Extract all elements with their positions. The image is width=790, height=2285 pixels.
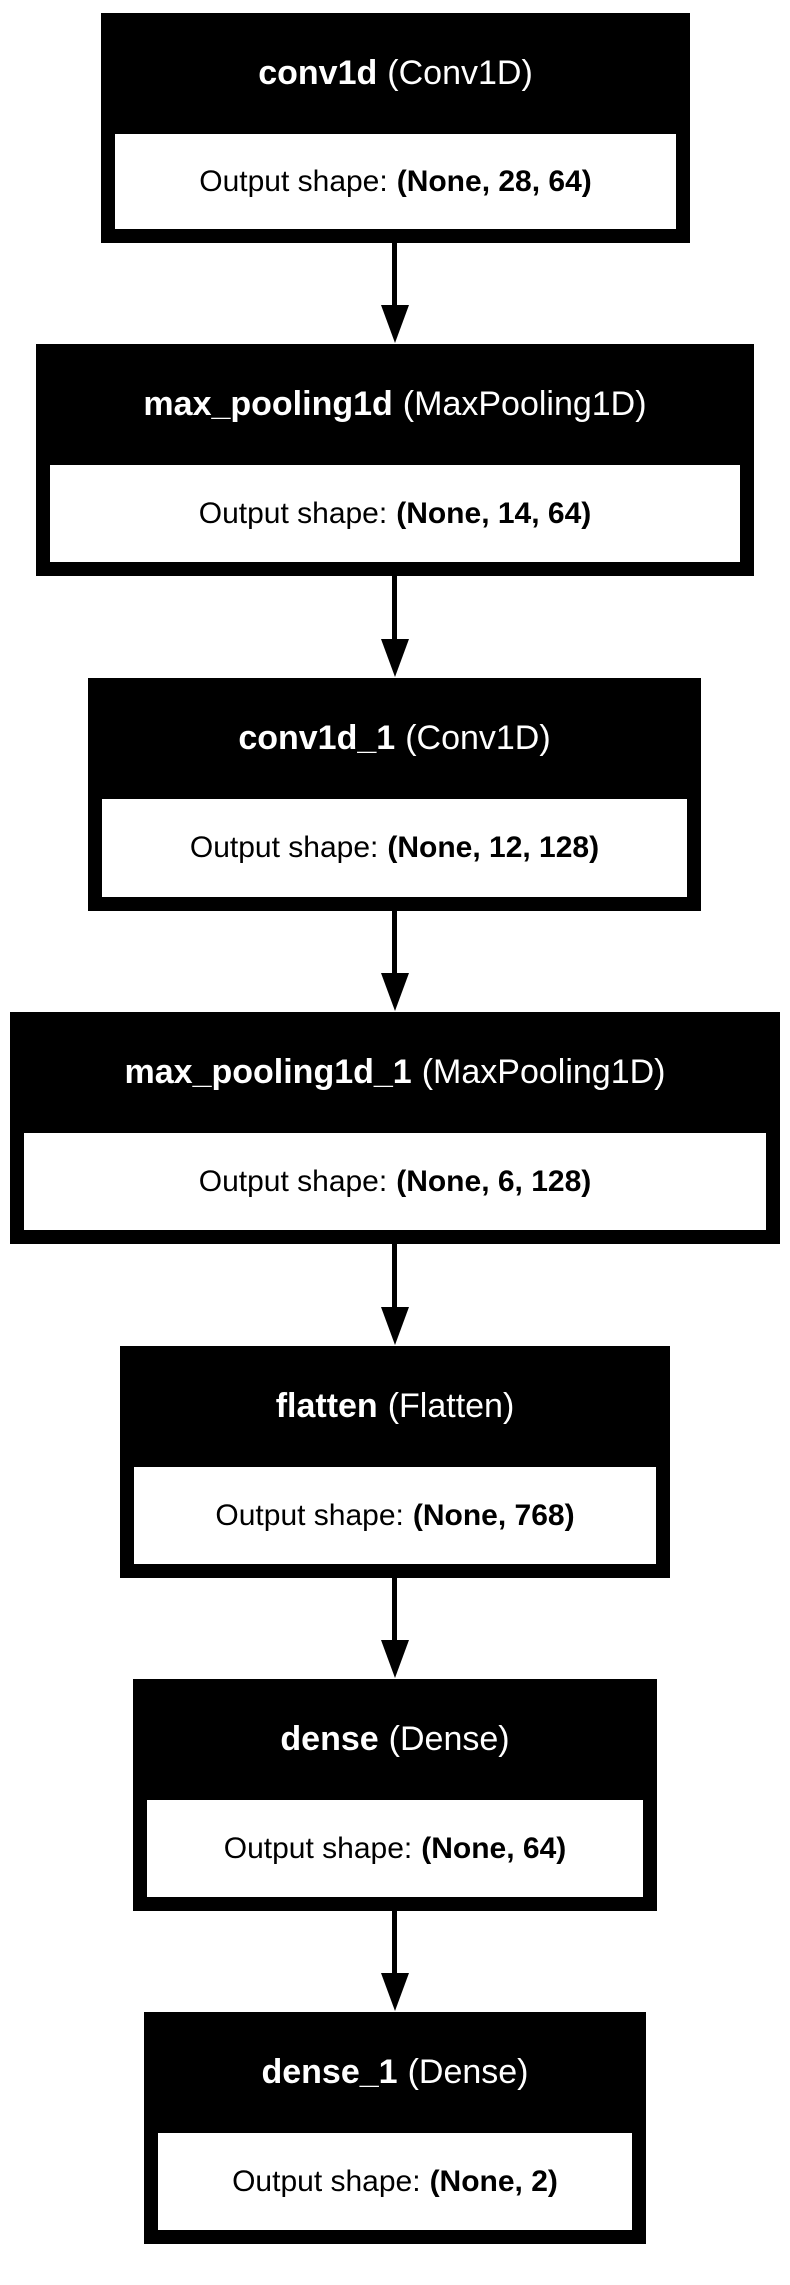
layer-name: dense xyxy=(280,1720,379,1758)
output-shape-value: (None, 12, 128) xyxy=(387,831,600,864)
layer-name: max_pooling1d_1 xyxy=(124,1053,412,1091)
output-shape-label: Output shape: xyxy=(199,164,388,198)
layer-output-box: Output shape: (None, 768) xyxy=(134,1467,656,1564)
layer-node-max-pooling1d: max_pooling1d (MaxPooling1D) Output shap… xyxy=(36,344,754,576)
layer-name: flatten xyxy=(275,1387,378,1425)
connector-arrow xyxy=(381,911,409,1012)
layer-node-conv1d: conv1d (Conv1D) Output shape: (None, 28,… xyxy=(101,13,690,243)
layer-name: max_pooling1d xyxy=(143,385,393,423)
layer-name: conv1d xyxy=(258,54,378,92)
layer-node-max-pooling1d-1: max_pooling1d_1 (MaxPooling1D) Output sh… xyxy=(10,1012,780,1244)
output-shape-value: (None, 28, 64) xyxy=(396,164,592,198)
output-shape-label: Output shape: xyxy=(223,1831,413,1865)
layer-header: conv1d (Conv1D) xyxy=(106,18,685,129)
layer-type: (Conv1D) xyxy=(405,719,551,757)
layer-type: (Dense) xyxy=(388,1720,510,1758)
layer-type: (Flatten) xyxy=(387,1387,515,1425)
layer-type: (Dense) xyxy=(407,2053,529,2091)
layer-header: dense (Dense) xyxy=(138,1684,652,1795)
layer-type: (MaxPooling1D) xyxy=(402,385,647,423)
output-shape-value: (None, 64) xyxy=(421,1831,567,1865)
connector-arrow xyxy=(381,243,409,344)
connector-arrow xyxy=(381,1911,409,2012)
output-shape-label: Output shape: xyxy=(215,1498,404,1532)
connector-arrow xyxy=(381,1244,409,1346)
connector-arrow xyxy=(381,1578,409,1679)
output-shape-value: (None, 768) xyxy=(412,1498,575,1532)
layer-name: conv1d_1 xyxy=(238,719,396,757)
layer-output-box: Output shape: (None, 28, 64) xyxy=(115,134,676,229)
layer-header: max_pooling1d_1 (MaxPooling1D) xyxy=(15,1017,775,1128)
layer-header: conv1d_1 (Conv1D) xyxy=(93,683,696,794)
layer-name: dense_1 xyxy=(261,2053,398,2091)
layer-type: (Conv1D) xyxy=(387,54,533,92)
layer-node-conv1d-1: conv1d_1 (Conv1D) Output shape: (None, 1… xyxy=(88,678,701,911)
layer-node-dense-1: dense_1 (Dense) Output shape: (None, 2) xyxy=(144,2012,646,2244)
output-shape-label: Output shape: xyxy=(198,496,388,530)
layer-header: dense_1 (Dense) xyxy=(149,2017,641,2128)
layer-output-box: Output shape: (None, 12, 128) xyxy=(102,799,687,897)
layer-type: (MaxPooling1D) xyxy=(421,1053,666,1091)
layer-output-box: Output shape: (None, 14, 64) xyxy=(50,465,740,562)
output-shape-value: (None, 14, 64) xyxy=(396,496,592,530)
layer-output-box: Output shape: (None, 2) xyxy=(158,2133,632,2230)
output-shape-value: (None, 2) xyxy=(429,2164,558,2198)
output-shape-value: (None, 6, 128) xyxy=(396,1164,592,1198)
layer-header: flatten (Flatten) xyxy=(125,1351,665,1462)
layer-node-dense: dense (Dense) Output shape: (None, 64) xyxy=(133,1679,657,1911)
output-shape-label: Output shape: xyxy=(189,831,379,864)
layer-header: max_pooling1d (MaxPooling1D) xyxy=(41,349,749,460)
layer-node-flatten: flatten (Flatten) Output shape: (None, 7… xyxy=(120,1346,670,1578)
layer-output-box: Output shape: (None, 64) xyxy=(147,1800,643,1897)
layer-output-box: Output shape: (None, 6, 128) xyxy=(24,1133,766,1230)
output-shape-label: Output shape: xyxy=(198,1164,388,1198)
output-shape-label: Output shape: xyxy=(232,2164,421,2198)
connector-arrow xyxy=(381,576,409,678)
